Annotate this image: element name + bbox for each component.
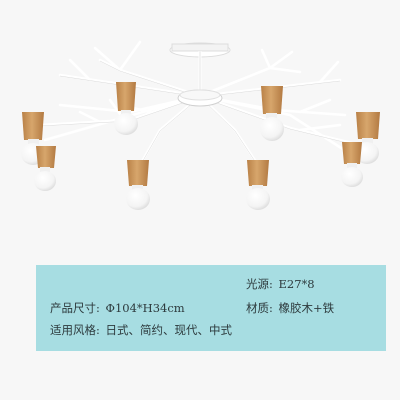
spec-panel: 光源: E27*8 产品尺寸: Φ104*H34cm 材质: 橡胶木+铁 适用风…: [36, 265, 386, 351]
spec-light-source-label: 光源:: [246, 277, 273, 291]
spec-size-label: 产品尺寸:: [50, 301, 100, 315]
product-photo: [21, 40, 380, 210]
spec-style-value: 日式、简约、现代、中式: [105, 323, 233, 337]
spec-light-source: 光源: E27*8: [246, 277, 315, 291]
spec-style-label: 适用风格:: [50, 323, 100, 337]
lamp-2: [260, 86, 284, 141]
ceiling-canopy: [169, 42, 231, 92]
lamp-1: [114, 82, 138, 135]
spec-light-source-value: E27*8: [278, 277, 315, 291]
lamp-6: [341, 142, 363, 187]
center-hub: [177, 89, 223, 107]
lamp-7: [126, 160, 150, 210]
lamp-8: [246, 160, 270, 210]
lamp-5: [34, 146, 56, 191]
spec-material-value: 橡胶木+铁: [278, 301, 335, 315]
spec-material-label: 材质:: [246, 301, 273, 315]
spec-size-value: Φ104*H34cm: [105, 301, 185, 315]
chandelier-illustration: [21, 40, 380, 210]
spec-size: 产品尺寸: Φ104*H34cm: [50, 301, 185, 315]
spec-material: 材质: 橡胶木+铁: [246, 301, 334, 315]
spec-style: 适用风格: 日式、简约、现代、中式: [50, 323, 232, 337]
